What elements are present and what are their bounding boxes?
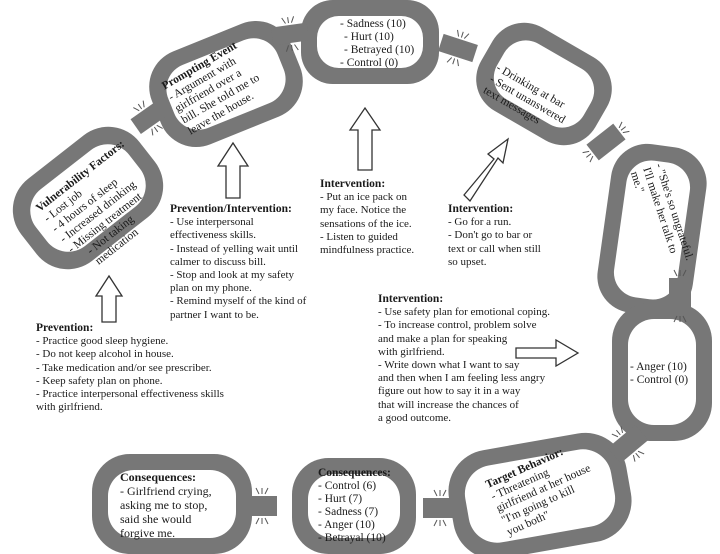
- link-vulnerability: [12, 126, 164, 270]
- intervention-safety-item: - To increase control, problem solve: [378, 319, 537, 332]
- intervention-safety-item: and make a plan for speaking: [378, 332, 508, 345]
- consequences-mid-link: Consequences: - Control (6) - Hurt (7) -…: [318, 467, 391, 545]
- arrow-intervention-safety: [515, 338, 580, 368]
- emotion-item: - Sadness (10): [340, 18, 406, 30]
- consequence-item: - Girlfriend crying,: [120, 484, 212, 498]
- link-drinking: [476, 22, 612, 146]
- emotion-item: - Hurt (10): [344, 31, 394, 43]
- intervention-safety-item: - Use safety plan for emotional coping.: [378, 306, 550, 319]
- prevention-intervention-title: Prevention/Intervention:: [170, 203, 292, 215]
- link-connector: [669, 269, 691, 323]
- emotions-link: - Sadness (10) - Hurt (10) - Betrayed (1…: [340, 18, 414, 70]
- prevention-title: Prevention:: [36, 322, 94, 334]
- consequences-left-link: Consequences: - Girlfriend crying, askin…: [120, 470, 212, 540]
- intervention-run-item: - Go for a run.: [448, 216, 512, 229]
- prevention-intervention-item: - Remind myself of the kind of: [170, 295, 307, 308]
- link-anger: [612, 303, 712, 441]
- intervention-ice-item: - Put an ice pack on: [320, 191, 408, 204]
- prevention-intervention-item: plan on my phone.: [170, 282, 252, 295]
- link-emotions: [301, 0, 439, 84]
- prevention-intervention-item: - Instead of yelling wait until: [170, 242, 298, 255]
- anger-item: - Anger (10): [630, 361, 687, 373]
- emotion-item: - Betrayed (10): [344, 44, 415, 56]
- prevention-item: - Keep safety plan on phone.: [36, 374, 163, 387]
- link-thought: [597, 143, 707, 317]
- consequence-item: asking me to stop,: [120, 498, 208, 512]
- consequence-item: - Control (6): [318, 480, 377, 492]
- link-consequences-left: [92, 454, 252, 554]
- consequences-mid-title: Consequences:: [318, 467, 391, 479]
- intervention-run-item: - Don't go to bar or: [448, 229, 533, 242]
- prevention-item: - Take medication and/or see prescriber.: [36, 361, 212, 374]
- intervention-run-item: text or call when still: [448, 242, 541, 255]
- link-connector: [438, 29, 478, 67]
- arrow-prevention: [94, 274, 124, 323]
- prevention-intervention-item: effectiveness skills.: [170, 229, 256, 242]
- prevention-item: - Practice interpersonal effectiveness s…: [36, 388, 224, 401]
- consequence-item: - Sadness (7): [318, 506, 379, 518]
- link-target: [448, 432, 632, 554]
- intervention-ice-title: Intervention:: [320, 178, 386, 190]
- intervention-safety-item: that will increase the chances of: [378, 398, 519, 411]
- intervention-run-block: Intervention: - Go for a run. - Don't go…: [448, 203, 541, 269]
- intervention-safety-item: and then when I am feeling less angry: [378, 372, 546, 385]
- prevention-block: Prevention: - Practice good sleep hygien…: [36, 322, 224, 414]
- intervention-run-item: so upset.: [448, 255, 487, 268]
- link-connector: [582, 121, 630, 163]
- link-connector: [270, 16, 310, 52]
- intervention-ice-item: mindfulness practice.: [320, 244, 415, 257]
- intervention-safety-item: figure out how to say it in a way: [378, 385, 521, 398]
- arrow-intervention-ice: [348, 106, 382, 171]
- intervention-ice-item: - Listen to guided: [320, 230, 398, 243]
- link-prompting: [149, 21, 303, 147]
- intervention-safety-item: a good outcome.: [378, 411, 452, 424]
- prevention-item: with girlfriend.: [36, 401, 103, 414]
- consequence-item: - Anger (10): [318, 519, 375, 531]
- arrow-intervention-run: [463, 137, 509, 203]
- intervention-safety-block: Intervention: - Use safety plan for emot…: [378, 293, 550, 425]
- intervention-safety-item: - Write down what I want to say: [378, 359, 520, 372]
- link-connector: [247, 487, 277, 525]
- arrow-prevention-intervention: [216, 141, 250, 199]
- anger-link: - Anger (10) - Control (0): [630, 361, 688, 387]
- intervention-safety-title: Intervention:: [378, 293, 444, 305]
- intervention-ice-item: my face. Notice the: [320, 204, 407, 217]
- consequences-left-title: Consequences:: [120, 470, 197, 484]
- consequence-item: - Hurt (7): [318, 493, 363, 505]
- link-connector: [423, 489, 457, 527]
- emotion-item: - Control (0): [340, 57, 399, 69]
- link-connector: [607, 424, 649, 464]
- consequence-item: said she would: [120, 512, 192, 526]
- intervention-ice-item: sensations of the ice.: [320, 217, 412, 230]
- prevention-item: - Do not keep alcohol in house.: [36, 348, 174, 361]
- consequence-item: forgive me.: [120, 526, 176, 540]
- prevention-intervention-item: - Use interpersonal: [170, 216, 254, 229]
- prevention-intervention-block: Prevention/Intervention: - Use interpers…: [170, 203, 306, 322]
- prevention-intervention-item: - Stop and look at my safety: [170, 269, 295, 282]
- prevention-intervention-item: calmer to discuss bill.: [170, 255, 266, 268]
- intervention-safety-item: with girlfriend.: [378, 345, 445, 358]
- prevention-intervention-item: partner I want to be.: [170, 308, 259, 321]
- anger-item: - Control (0): [630, 374, 689, 386]
- link-consequences-mid: [292, 458, 416, 554]
- prevention-item: - Practice good sleep hygiene.: [36, 335, 169, 348]
- consequence-item: - Betrayal (10): [318, 532, 386, 544]
- link-connector: [130, 100, 166, 136]
- intervention-ice-block: Intervention: - Put an ice pack on my fa…: [320, 178, 414, 257]
- intervention-run-title: Intervention:: [448, 203, 514, 215]
